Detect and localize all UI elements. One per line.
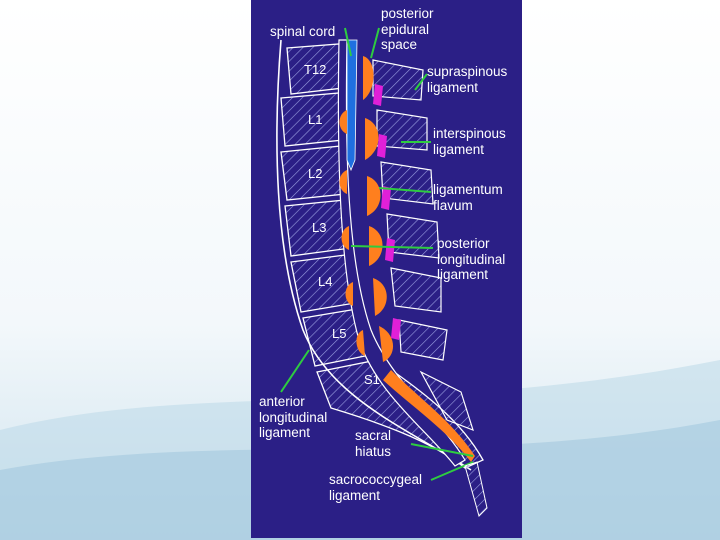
label-interspinous-ligament: interspinous ligament — [433, 126, 506, 157]
coccyx — [464, 461, 488, 517]
spine-drawing — [276, 27, 488, 517]
label-supraspinous-ligament: supraspinous ligament — [427, 64, 508, 95]
leader-lines — [280, 27, 474, 481]
label-spinal-cord: spinal cord — [270, 24, 336, 39]
dural-sac — [337, 39, 466, 467]
label-posterior-longitudinal-ligament: posterior longitudinal ligament — [437, 236, 506, 282]
vertebra-label-t12: T12 — [304, 62, 327, 77]
label-sacral-hiatus: sacral hiatus — [355, 428, 392, 459]
interspinous-ligament — [373, 84, 401, 340]
vertebra-label-l3: L3 — [312, 220, 327, 235]
label-anterior-longitudinal-ligament: anterior longitudinal ligament — [259, 394, 328, 440]
vertebra-label-l5: L5 — [332, 326, 347, 341]
label-sacrococcygeal-ligament: sacrococcygeal ligament — [329, 472, 423, 503]
label-posterior-epidural-space: posterior epidural space — [381, 6, 434, 52]
anterior-longitudinal-ligament-line — [276, 39, 472, 471]
vertebra-label-s1: S1 — [364, 372, 380, 387]
spine-diagram: spinal cord posterior epidural space sup… — [251, 0, 522, 538]
vertebra-label-l2: L2 — [308, 166, 323, 181]
label-ligamentum-flavum: ligamentum flavum — [433, 182, 503, 213]
vertebra-label-l1: L1 — [308, 112, 323, 127]
vertebra-label-l4: L4 — [318, 274, 333, 289]
spinal-cord — [346, 39, 358, 172]
